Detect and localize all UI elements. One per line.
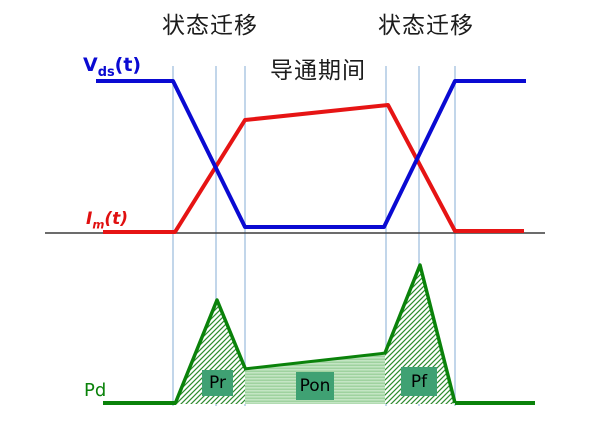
- pr-label-box: Pr: [202, 370, 233, 396]
- pr-curve: [173, 298, 247, 405]
- pf-curve: [383, 263, 457, 404]
- vds-symbol: V: [83, 54, 98, 76]
- im-symbol: I: [86, 209, 93, 229]
- im-current-waveform: [103, 103, 524, 234]
- pd-signal-label: Pd: [84, 380, 107, 401]
- conduction-period-label: 导通期间: [270, 58, 366, 84]
- pf-label-box: Pf: [401, 367, 437, 396]
- vds-signal-label: Vds(t): [83, 54, 141, 80]
- vds-voltage-waveform: [96, 79, 526, 229]
- state-transition-label-left: 状态迁移: [162, 13, 258, 39]
- im-signal-label: Im(t): [86, 209, 128, 231]
- im-subscript: m: [92, 217, 105, 232]
- vds-subscript: ds: [97, 64, 115, 80]
- state-transition-label-right: 状态迁移: [378, 13, 474, 39]
- pon-curve: [243, 351, 387, 371]
- im-time-arg: (t): [104, 209, 129, 229]
- pon-label-box: Pon: [296, 372, 334, 400]
- vds-time-arg: (t): [114, 54, 142, 76]
